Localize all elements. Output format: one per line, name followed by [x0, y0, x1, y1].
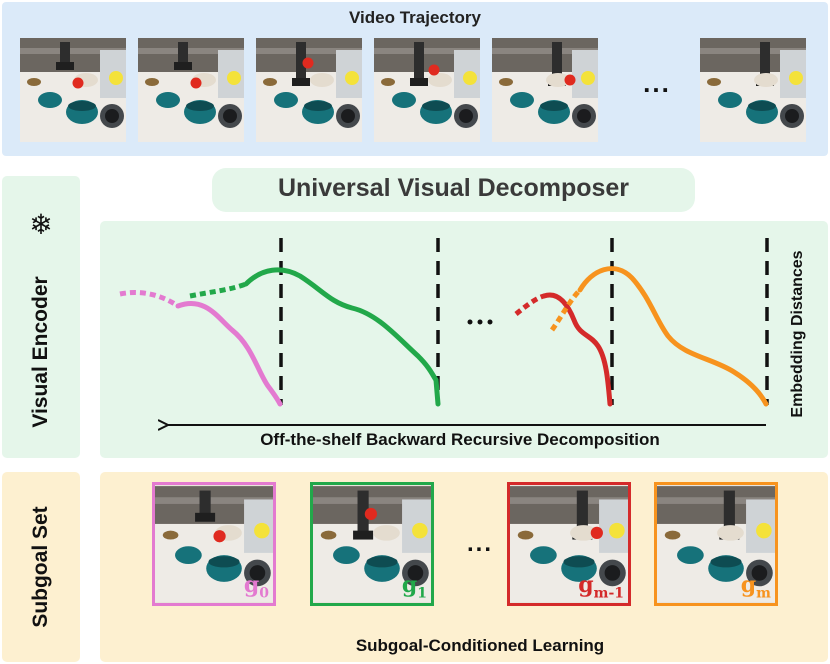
subgoal-label: g0	[244, 572, 269, 601]
curve-ellipsis-dot	[487, 319, 493, 325]
curve-ellipsis-dot	[467, 319, 473, 325]
curve-ellipsis-dot	[477, 319, 483, 325]
subgoal-label: g1	[402, 572, 427, 601]
subgoal-image: g0	[152, 482, 276, 606]
subgoal-index: m	[756, 585, 771, 601]
video-frame	[700, 38, 806, 142]
subgoal-image: g1	[310, 482, 434, 606]
green-curve	[243, 267, 441, 407]
subgoal-letter: g	[740, 571, 757, 598]
decomposition-panel	[100, 221, 828, 458]
decomposer-title: Universal Visual Decomposer	[277, 174, 630, 202]
video-trajectory-title: Video Trajectory	[349, 8, 481, 27]
backward-decomposition-label: Off-the-shelf Backward Recursive Decompo…	[260, 430, 660, 449]
subgoal-label: gm-1	[578, 572, 624, 601]
decomposer-title-pill	[212, 168, 695, 212]
subgoal-set-label: Subgoal Set	[29, 506, 52, 628]
video-frame	[138, 38, 244, 142]
subgoal-index: m-1	[593, 585, 624, 601]
video-frame	[20, 38, 126, 142]
video-frame	[492, 38, 598, 142]
video-frame	[256, 38, 362, 142]
subgoal-index: 1	[417, 585, 427, 601]
subgoal-letter: g	[578, 571, 594, 598]
subgoal-label: gm	[741, 572, 771, 601]
pink-curve-dashed	[119, 290, 180, 309]
snowflake-icon: ❄	[29, 209, 53, 240]
subgoal-image: gm	[654, 482, 778, 606]
subgoal-letter: g	[243, 571, 260, 598]
subgoal-conditioned-learning-label: Subgoal-Conditioned Learning	[355, 636, 605, 655]
subgoal-letter: g	[401, 571, 418, 598]
video-frame	[374, 38, 480, 142]
orange-curve-dashed	[549, 288, 582, 332]
green-curve-dashed	[189, 281, 247, 299]
red-curve-dashed	[514, 293, 545, 316]
orange-curve	[577, 266, 769, 407]
subgoal-index: 0	[259, 585, 269, 601]
subgoal-image: gm-1	[507, 482, 631, 606]
subgoal-set-label-panel	[2, 472, 80, 662]
red-curve	[541, 292, 613, 407]
pink-curve	[175, 301, 283, 407]
visual-encoder-label-panel	[2, 176, 80, 458]
video-ellipsis: ...	[643, 68, 671, 98]
subgoal-ellipsis: ...	[466, 530, 493, 557]
